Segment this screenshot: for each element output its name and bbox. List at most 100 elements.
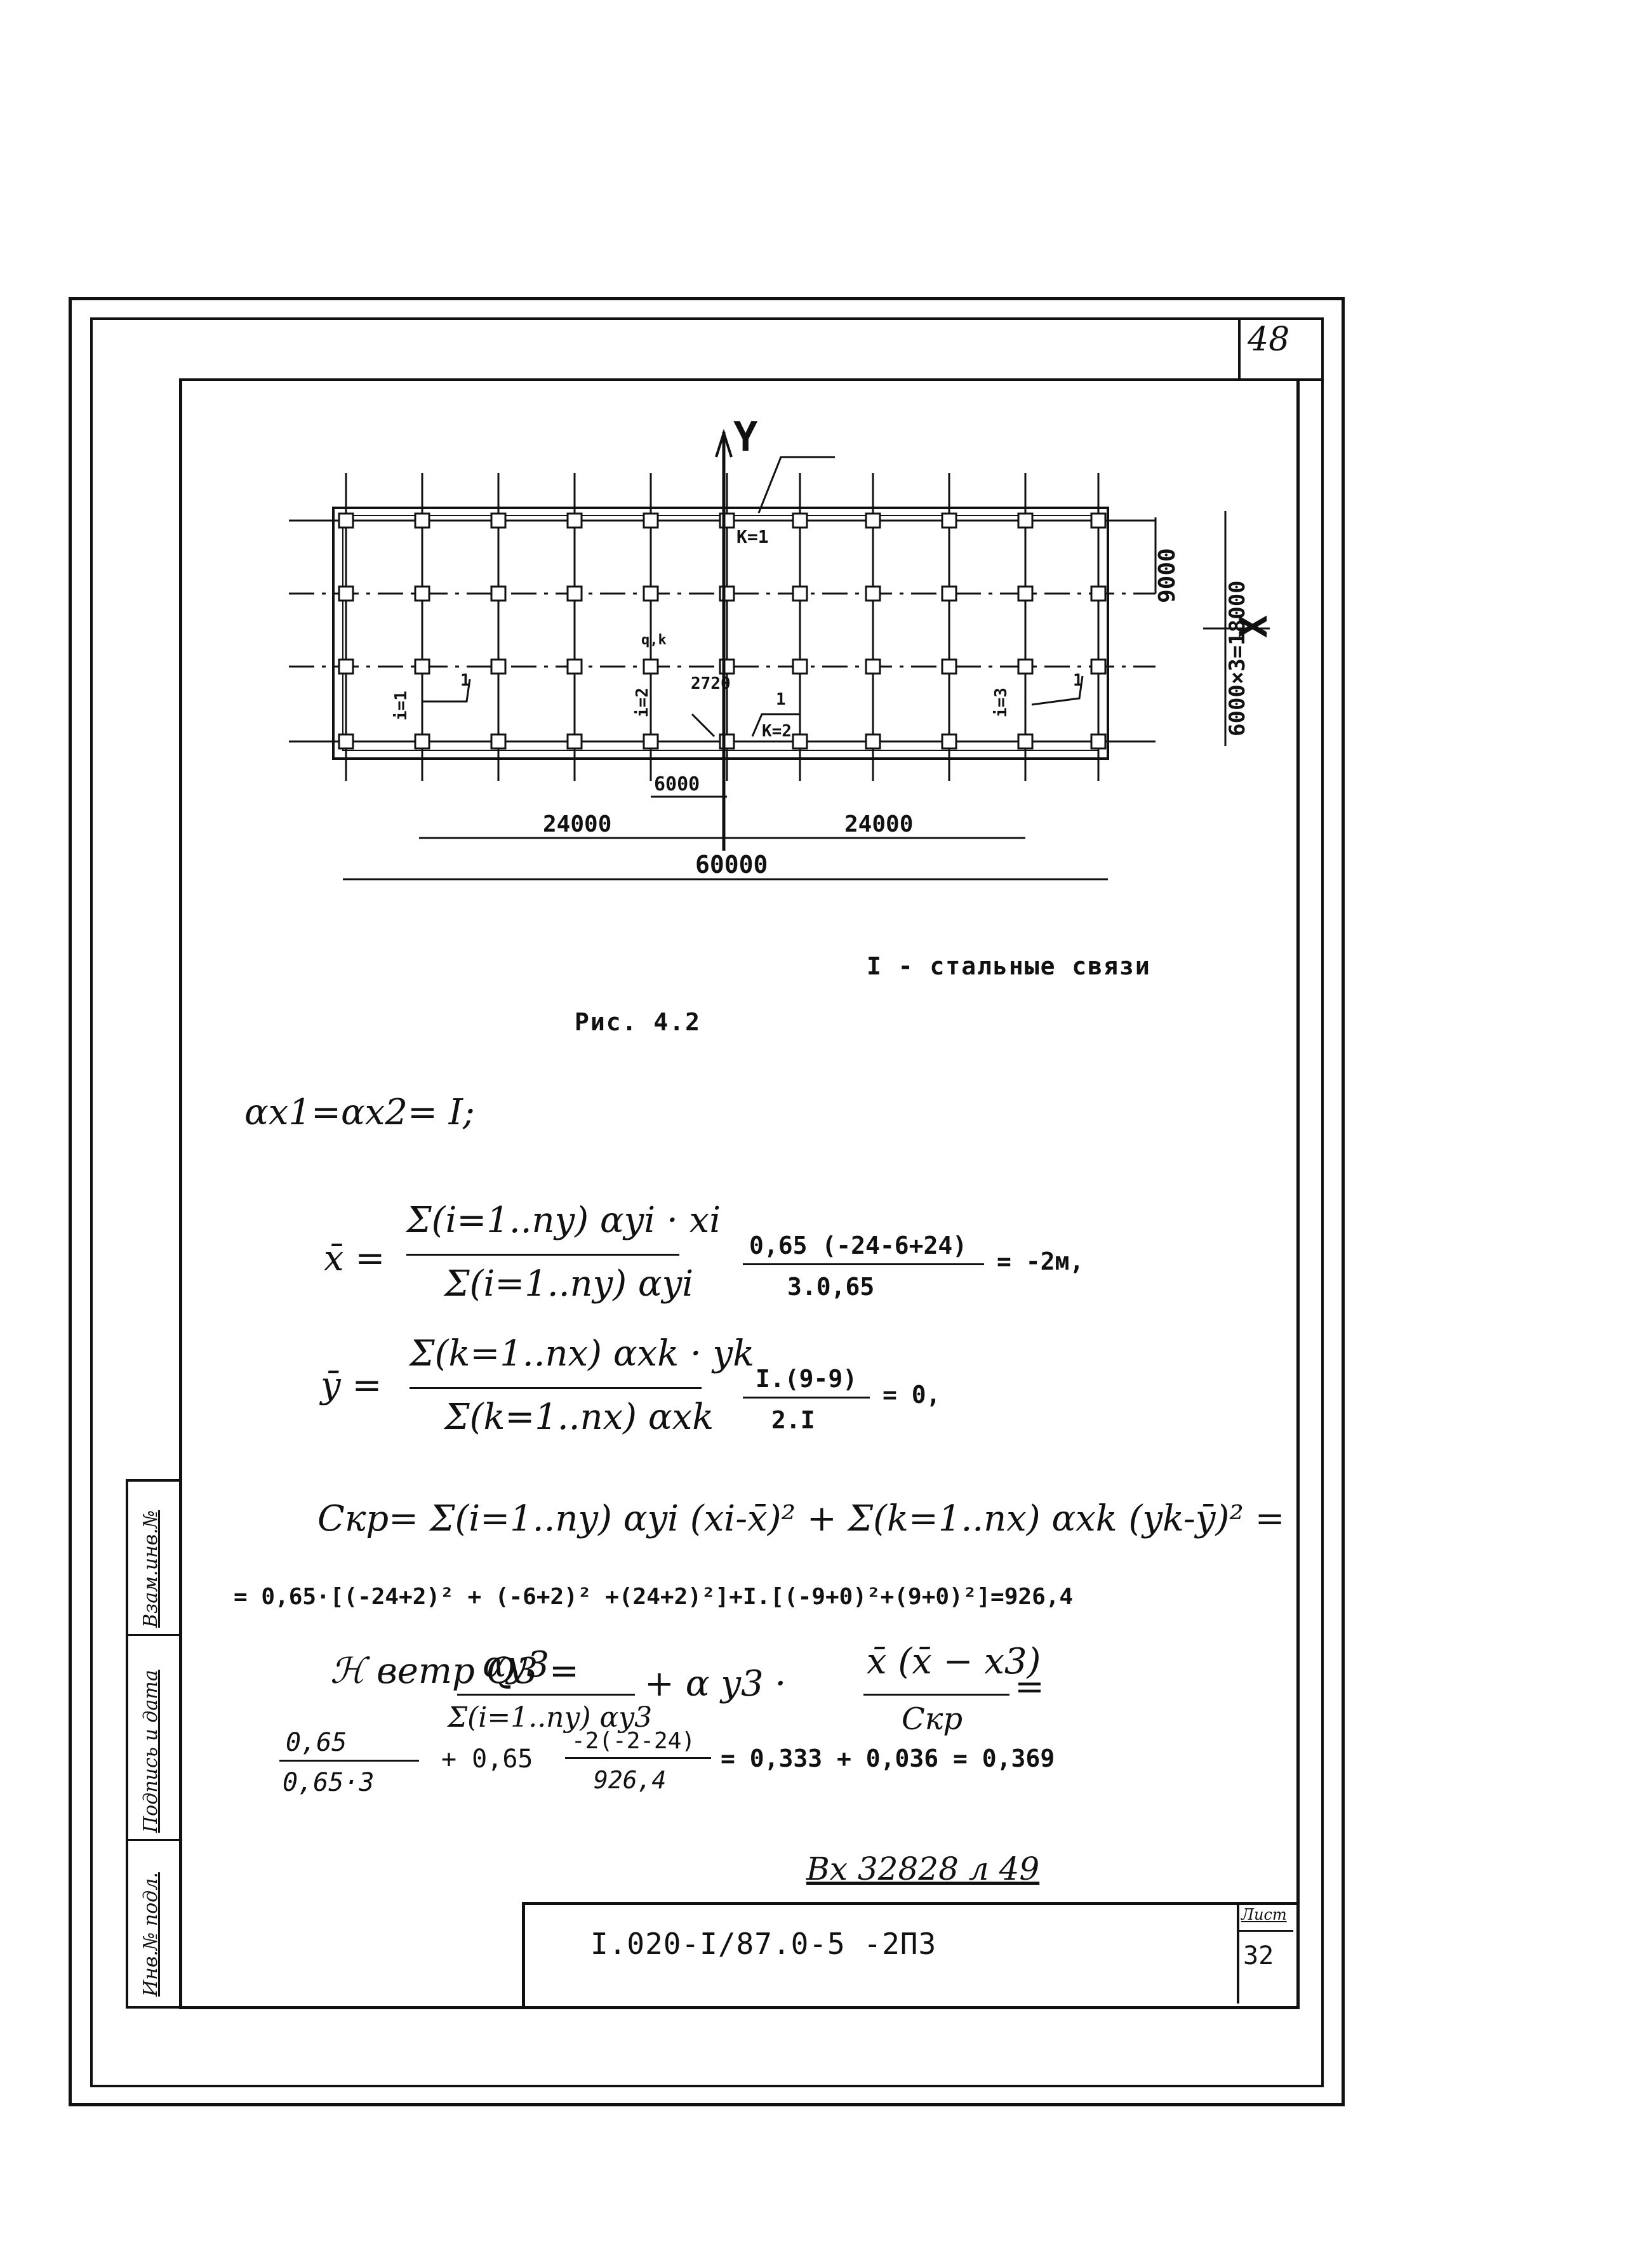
kq3-middle: + α y3 ·: [644, 1663, 787, 1704]
ybar-rhs-numerator: I.(9-9): [756, 1365, 858, 1393]
side-cell-inventory: Инв.№ подл.: [128, 1841, 182, 2003]
document-code: I.020-I/87.0-5 -2ПЗ: [590, 1927, 937, 1961]
xbar-fraction-line: [406, 1254, 679, 1256]
axis-y-label: Y: [733, 414, 758, 461]
label-i2: i=2: [633, 688, 652, 717]
column-square: [338, 512, 354, 529]
side-cell-signature: Подпись и дата: [128, 1636, 182, 1841]
dim-18000: 6000×3=18000: [1225, 580, 1250, 736]
column-square: [1090, 512, 1107, 529]
column-square: [414, 512, 430, 529]
side-stamp-strip: Взам.инв.№ Подпись и дата Инв.№ подл.: [126, 1479, 182, 2009]
column-square: [792, 658, 808, 675]
xbar-rhs-line: [743, 1263, 984, 1265]
xbar-result: = -2м,: [997, 1247, 1084, 1275]
sheet-number-box: [1238, 317, 1321, 381]
label-i3: i=3: [992, 688, 1011, 717]
column-square: [719, 585, 735, 602]
column-square: [490, 658, 507, 675]
column-square: [338, 585, 354, 602]
kq3-frac2-line: [863, 1694, 1009, 1696]
xbar-rhs-numerator: 0,65 (-24-6+24): [749, 1232, 968, 1259]
leader-i1: [422, 679, 471, 703]
alpha-equality: αx1=αx2= I;: [244, 1092, 475, 1133]
kq3-frac1-denominator: Σ(i=1..ny) αy3: [448, 1701, 653, 1734]
column-square: [490, 733, 507, 750]
label-qk: q,k: [641, 632, 667, 648]
leader-i2: [691, 713, 716, 738]
kq3-tail: =: [1015, 1666, 1044, 1708]
column-square: [566, 585, 583, 602]
column-square: [566, 512, 583, 529]
ybar-denominator: Σ(k=1..nx) αxk: [444, 1397, 714, 1438]
column-square: [865, 658, 881, 675]
kq3-b-denominator: 926,4: [594, 1766, 667, 1794]
label-item-1-right: 1: [1073, 671, 1083, 690]
column-square: [865, 512, 881, 529]
ybar-numerator: Σ(k=1..nx) αxk · yk: [410, 1333, 755, 1374]
label-item-1-mid: 1: [776, 690, 786, 709]
kq3-b-line: [565, 1757, 711, 1759]
column-square: [865, 585, 881, 602]
label-i1: i=1: [392, 691, 411, 721]
side-label-signature-date: Подпись и дата: [140, 1670, 162, 1833]
column-square: [414, 585, 430, 602]
column-square: [1090, 658, 1107, 675]
column-square: [865, 733, 881, 750]
drawing-field-frame: [179, 378, 1300, 2009]
column-square: [792, 733, 808, 750]
column-square: [414, 658, 430, 675]
column-square: [941, 512, 957, 529]
kq3-frac1-numerator: αy3: [483, 1644, 550, 1685]
list-divider: [1238, 1930, 1293, 1932]
archive-registration-note: Вх 32828 л 49: [806, 1851, 1040, 1887]
column-square: [1017, 585, 1034, 602]
column-square: [490, 585, 507, 602]
column-square: [792, 512, 808, 529]
title-block: [522, 1902, 1296, 2007]
column-square: [414, 733, 430, 750]
leader-i3: [1031, 675, 1084, 706]
dim-24000-left: 24000: [543, 811, 611, 837]
figure-caption: Рис. 4.2: [575, 1008, 702, 1036]
legend-steel-bracing: I - стальные связи: [867, 952, 1151, 980]
building-outline: [332, 507, 1109, 760]
ybar-result: = 0,: [883, 1381, 941, 1409]
column-square: [1090, 733, 1107, 750]
sheet-outer-frame: [69, 297, 1345, 2106]
column-square: [338, 733, 354, 750]
kq3-plus: + 0,65: [441, 1744, 533, 1774]
column-square: [792, 585, 808, 602]
ybar-rhs-line: [743, 1397, 870, 1399]
leader-k2: [751, 713, 800, 737]
kq3-a-numerator: 0,65: [286, 1728, 347, 1757]
ckr-definition: Cкр= Σ(i=1..ny) αyi (xi-x̄)² + Σ(k=1..nx…: [317, 1498, 1285, 1539]
xbar-lhs: x̄ =: [324, 1238, 385, 1279]
kq3-lhs: ℋ ветр Q3 =: [330, 1651, 579, 1692]
side-label-changes: Взам.инв.№: [140, 1510, 162, 1628]
column-square: [1017, 512, 1034, 529]
kq3-result: = 0,333 + 0,036 = 0,369: [721, 1744, 1055, 1772]
side-cell-changes: Взам.инв.№: [128, 1482, 182, 1636]
axis-x-label: X: [1232, 615, 1276, 638]
ckr-value: = 0,65·[(-24+2)² + (-6+2)² +(24+2)²]+I.[…: [234, 1584, 1074, 1610]
label-k1: K=1: [736, 526, 769, 547]
label-item-1-left: 1: [460, 671, 470, 690]
column-square: [643, 733, 659, 750]
sheet-number: 48: [1248, 321, 1290, 359]
column-square: [941, 585, 957, 602]
column-square: [566, 658, 583, 675]
column-square: [941, 733, 957, 750]
column-square: [643, 585, 659, 602]
kq3-b-numerator: -2(-2-24): [571, 1728, 696, 1754]
column-square: [941, 658, 957, 675]
ybar-fraction-line: [410, 1387, 702, 1389]
column-square: [1017, 733, 1034, 750]
list-number: 32: [1243, 1941, 1274, 1970]
dim-60000: 60000: [695, 851, 768, 879]
ybar-lhs: ȳ =: [321, 1365, 382, 1406]
list-cell: [1237, 1902, 1296, 2003]
ybar-rhs-denominator: 2.I: [771, 1406, 815, 1434]
xbar-numerator: Σ(i=1..ny) αyi · xi: [406, 1200, 721, 1241]
column-square: [338, 658, 354, 675]
